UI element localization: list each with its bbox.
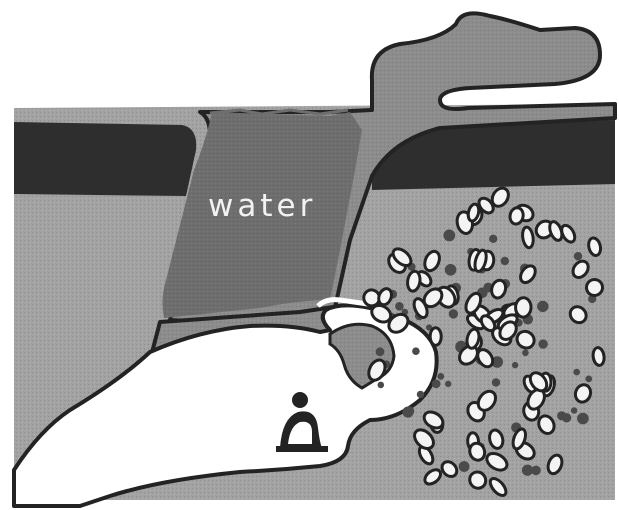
dark-particle (489, 235, 497, 243)
dome-base (276, 446, 328, 452)
dark-particle (562, 413, 571, 422)
white-particle (515, 297, 531, 317)
dome-knob (292, 392, 308, 408)
dark-particle (376, 347, 385, 356)
dark-particle (437, 373, 444, 380)
dark-particle (522, 465, 533, 476)
dark-particle (405, 406, 415, 416)
white-particle (430, 328, 441, 346)
dark-particle (445, 264, 457, 276)
dark-particle (538, 339, 547, 348)
dark-particle (445, 381, 451, 387)
dark-particle (395, 302, 404, 311)
dark-particle (432, 380, 441, 389)
dark-particle (449, 309, 458, 318)
dark-particle (573, 369, 580, 376)
dark-particle (537, 301, 548, 312)
dark-particle (522, 350, 529, 357)
dark-particle (574, 252, 582, 260)
water-label: water (208, 188, 316, 224)
dark-particle (459, 461, 470, 472)
dark-particle (417, 391, 424, 398)
dark-particle (585, 376, 592, 383)
dark-layer-left (14, 122, 196, 196)
dark-particle (412, 347, 420, 355)
dark-particle (512, 362, 518, 368)
white-particle (592, 347, 605, 366)
dark-particle (577, 413, 589, 425)
dark-particle (501, 257, 509, 265)
dark-particle (492, 378, 500, 386)
dark-particle (443, 230, 455, 242)
dark-particle (378, 382, 385, 389)
dark-particle (571, 407, 577, 413)
